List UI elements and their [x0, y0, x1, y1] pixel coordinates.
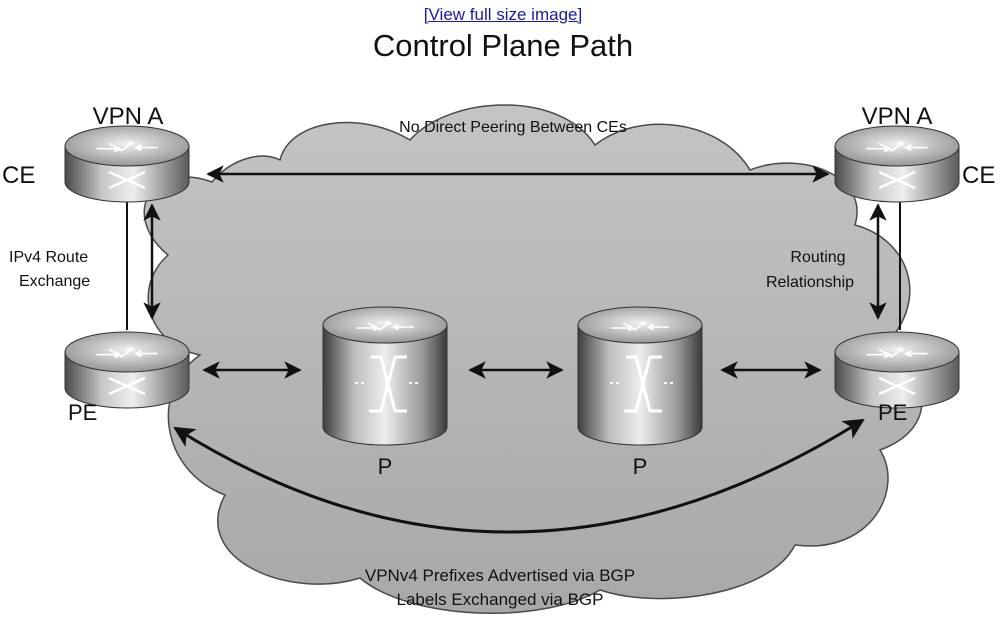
view-full-size-link[interactable]: [View full size image] — [423, 5, 583, 24]
ipv4-route-label-line1: IPv4 Route — [9, 249, 88, 266]
vpn-a-right-label: VPN A — [862, 103, 933, 130]
labels-exchanged-label: Labels Exchanged via BGP — [397, 590, 604, 609]
p-right-label: P — [633, 454, 648, 479]
ce-right-label: CE — [962, 162, 995, 189]
pe-left-label: PE — [68, 400, 97, 425]
mp-bgp-session-arrow — [173, 418, 865, 534]
diagram-title: Control Plane Path — [372, 28, 634, 63]
ipv4-route-label-line2: Exchange — [19, 273, 90, 290]
p-router-left-icon — [322, 306, 448, 446]
provider-cloud-icon — [143, 104, 923, 614]
routing-relationship-label-line2: Relationship — [766, 274, 854, 291]
vpnv4-prefixes-label: VPNv4 Prefixes Advertised via BGP — [365, 566, 635, 585]
p-left-label: P — [378, 454, 393, 479]
no-direct-peering-label: No Direct Peering Between CEs — [399, 119, 627, 136]
pe-router-left-icon — [64, 331, 190, 409]
pe-right-label: PE — [878, 400, 907, 425]
routing-relationship-label-line1: Routing — [790, 249, 845, 266]
ce-left-label: CE — [2, 162, 35, 189]
pe-router-right-icon — [834, 331, 960, 409]
vpn-a-left-label: VPN A — [93, 103, 164, 130]
ce-router-left-icon — [64, 125, 190, 203]
p-router-right-icon — [577, 306, 703, 446]
ce-router-right-icon — [834, 125, 960, 203]
